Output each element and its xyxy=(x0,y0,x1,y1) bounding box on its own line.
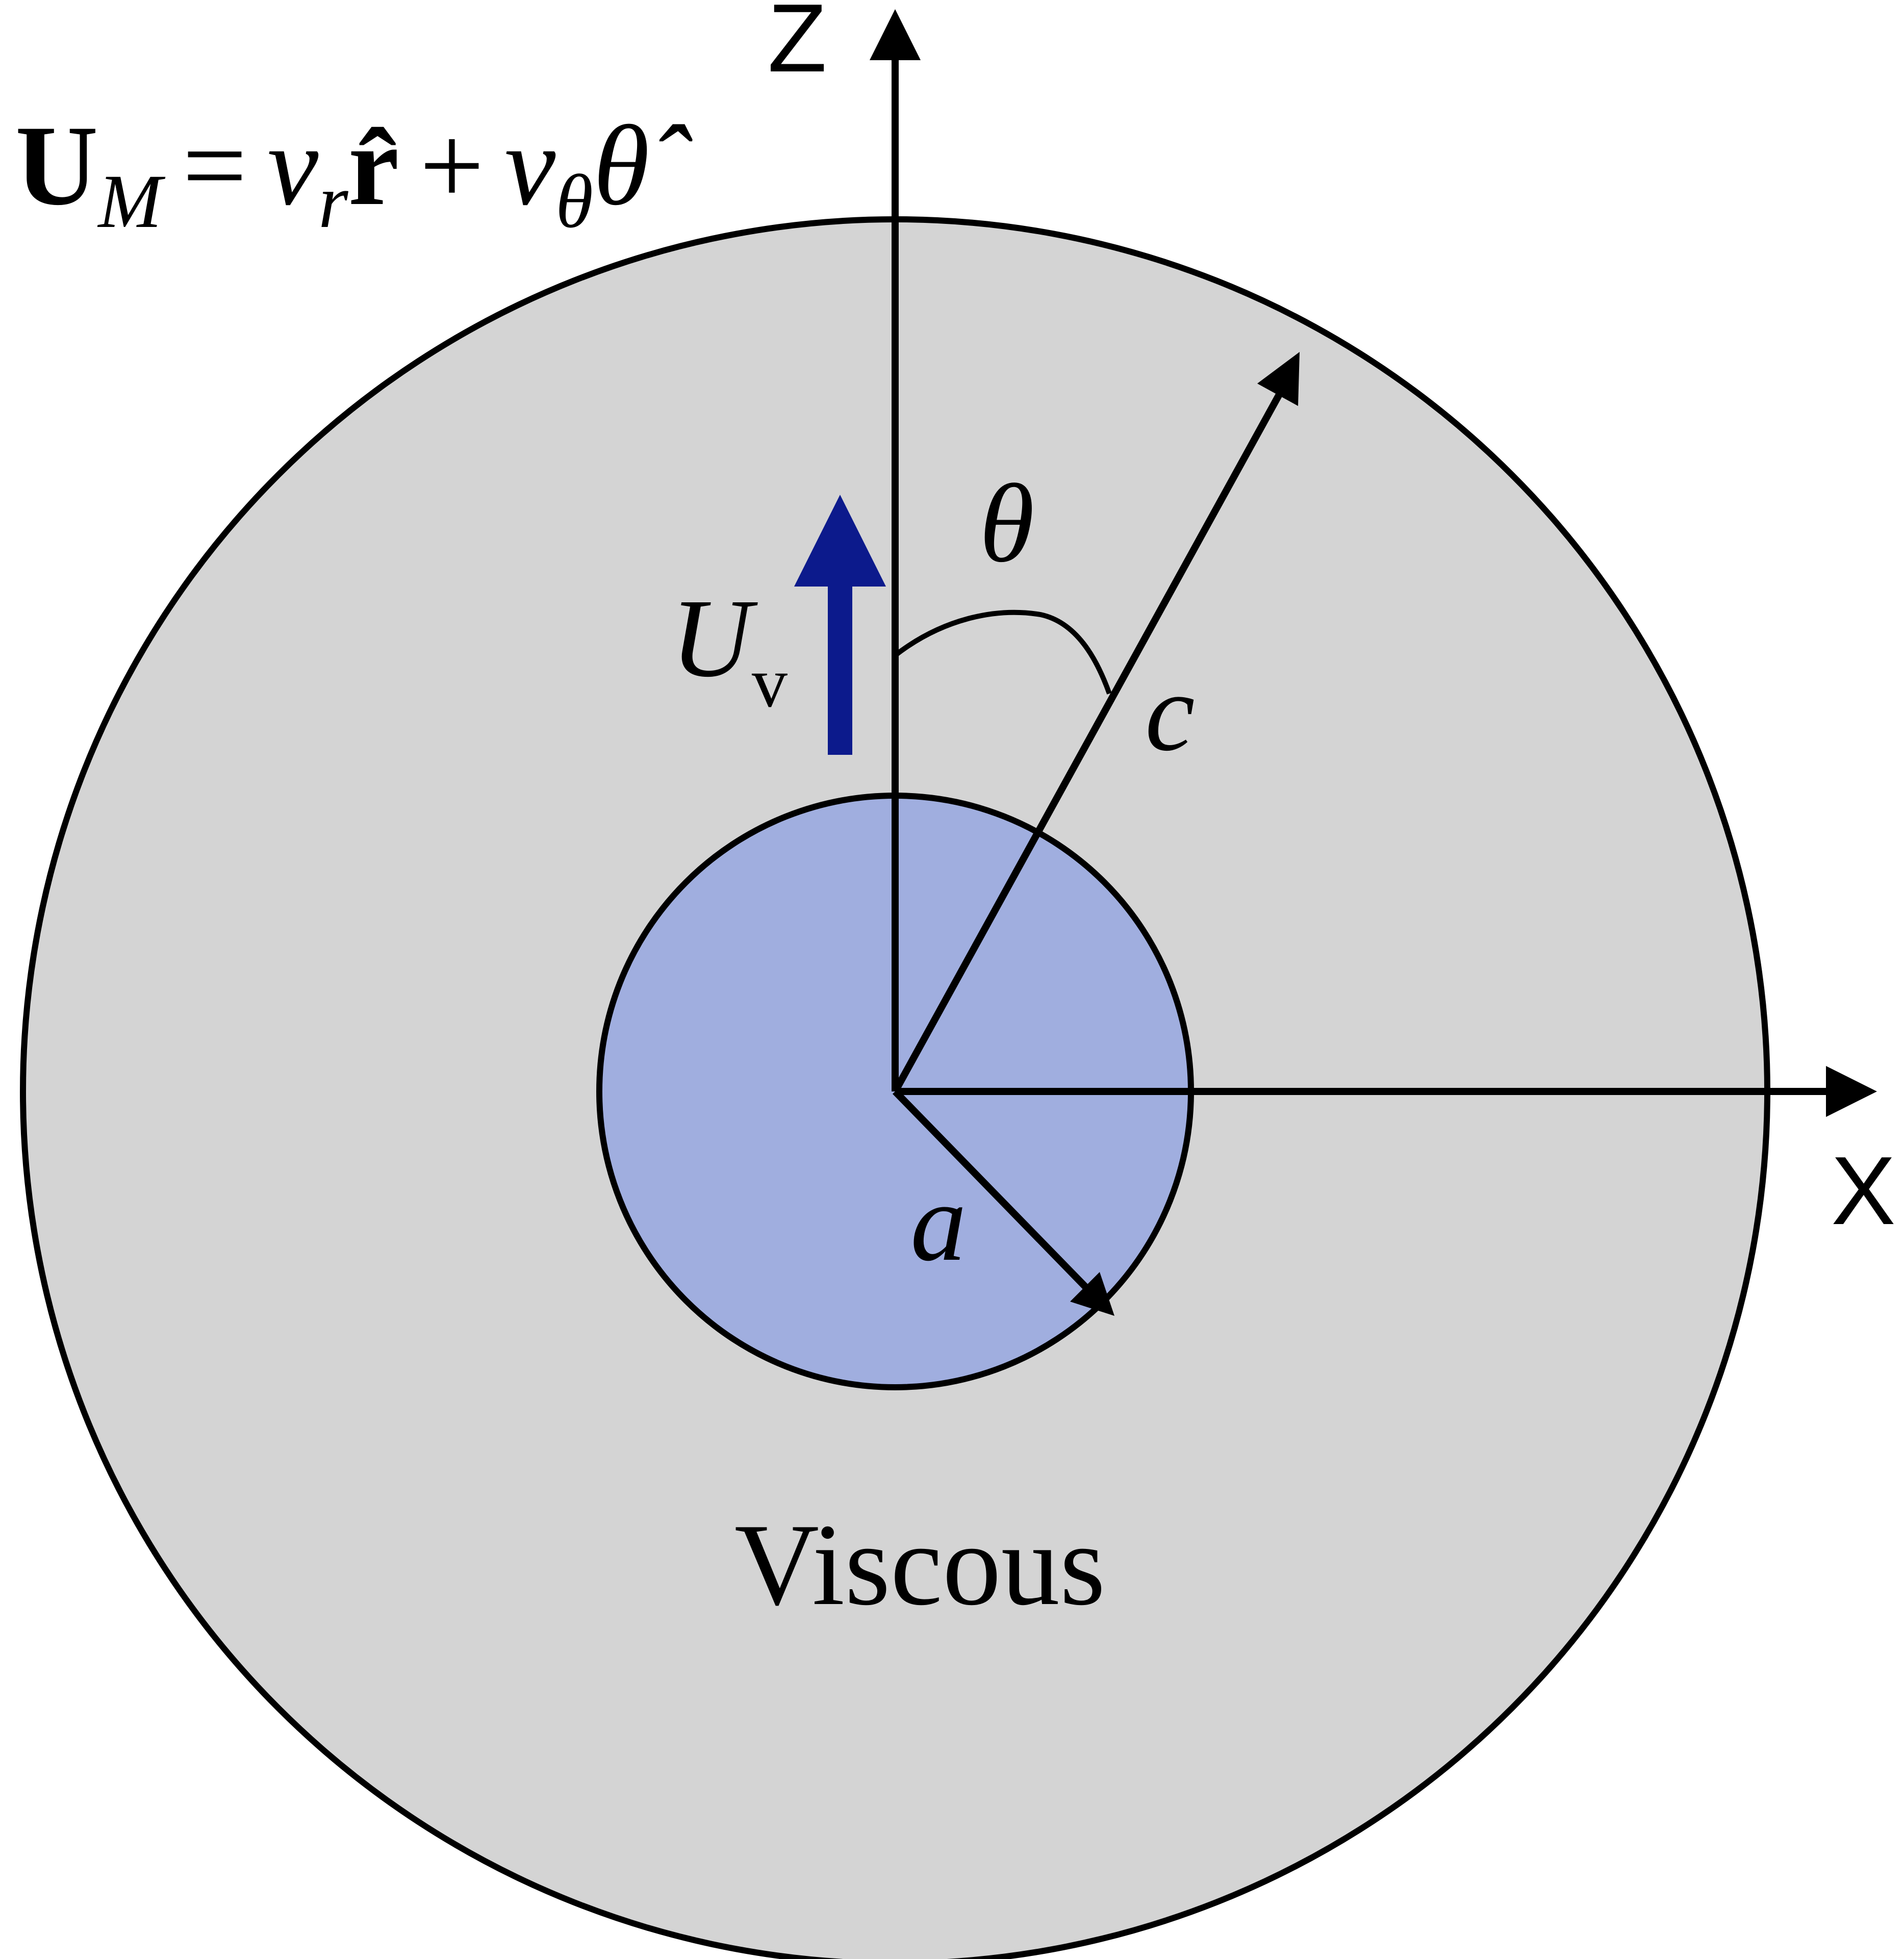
x-axis-label: X xyxy=(1831,1137,1896,1245)
theta-label: θ xyxy=(979,461,1034,586)
z-axis-label: Z xyxy=(768,0,827,92)
outer-radius-label: c xyxy=(1145,650,1195,774)
outer-radius-arrowhead xyxy=(1257,352,1300,406)
outer-radius-line xyxy=(892,391,1284,1093)
velocity-arrow-head xyxy=(794,495,886,587)
x-axis-arrowhead xyxy=(1826,1066,1877,1117)
inner-radius-arrowhead xyxy=(1070,1272,1114,1316)
theta-angle-arc xyxy=(893,609,1112,695)
velocity-equation: UM=vrr̂+vθθ̂ xyxy=(15,101,693,244)
velocity-arrow-shaft xyxy=(828,581,852,755)
viscous-region-label: Viscous xyxy=(734,1499,1105,1630)
velocity-label: Uv xyxy=(671,576,788,722)
inner-radius-label: a xyxy=(910,1160,967,1284)
inner-radius-line xyxy=(892,1089,1089,1290)
z-axis-arrowhead xyxy=(870,9,921,60)
